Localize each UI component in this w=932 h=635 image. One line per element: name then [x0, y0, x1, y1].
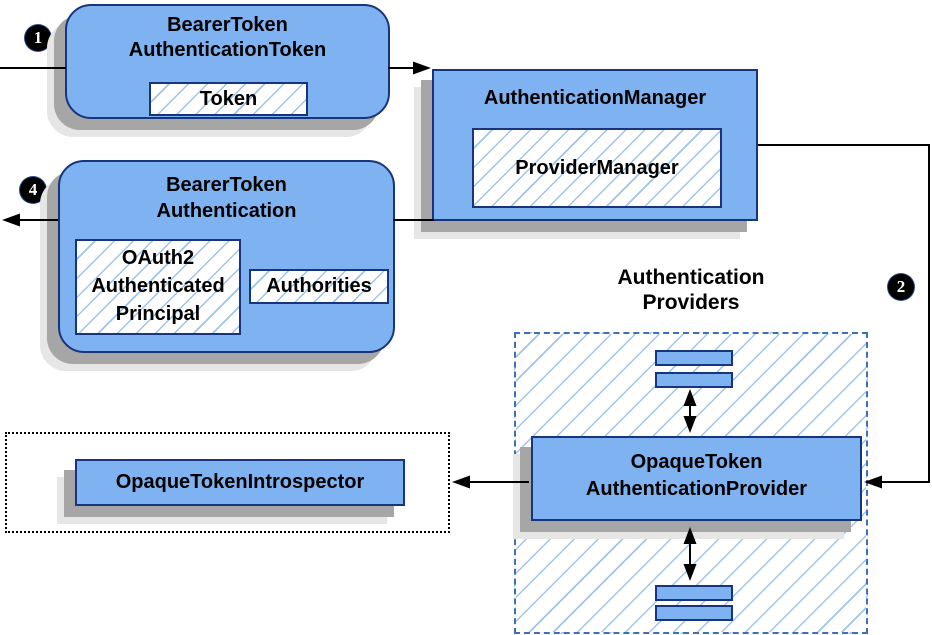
title-line: AuthenticationToken: [128, 39, 327, 61]
authorities-chip: Authorities: [249, 269, 389, 304]
authentication-out-arrow: [2, 213, 58, 227]
title-line: Authentication: [156, 200, 297, 222]
step-1-badge: 1: [25, 25, 51, 51]
provider-placeholder-top-2: [655, 372, 733, 388]
opaque-token-authentication-provider-title: OpaqueToken AuthenticationProvider: [533, 438, 860, 503]
chip-line: Principal: [115, 303, 201, 325]
authentication-manager-box: AuthenticationManager ProviderManager: [432, 69, 758, 221]
title-line: AuthenticationProvider: [585, 478, 808, 500]
provider-manager-chip: ProviderManager: [472, 128, 722, 208]
step-4-badge: 4: [20, 177, 46, 203]
oauth2-authenticated-principal-chip: OAuth2 Authenticated Principal: [75, 239, 241, 335]
chip-line: Authenticated: [91, 275, 225, 297]
title-line: BearerToken: [167, 14, 288, 36]
title-line: BearerToken: [166, 174, 287, 196]
bearer-token-authentication-token-title: BearerToken AuthenticationToken: [67, 6, 388, 63]
title-line: OpaqueToken: [630, 451, 763, 473]
label-line: Providers: [642, 291, 740, 314]
authentication-manager-title: AuthenticationManager: [483, 87, 707, 109]
label-line: Authentication: [617, 266, 765, 289]
authentication-providers-label: Authentication Providers: [566, 265, 816, 315]
chip-line: OAuth2: [121, 247, 195, 269]
bearer-token-authentication-title: BearerToken Authentication: [60, 162, 393, 224]
token-chip: Token: [149, 82, 308, 116]
provider-placeholder-bottom-1: [655, 585, 733, 601]
authentication-providers-group: OpaqueToken AuthenticationProvider: [514, 332, 868, 634]
token-to-manager-arrow: [388, 61, 431, 75]
bearer-token-authentication-box: BearerToken Authentication OAuth2 Authen…: [58, 160, 395, 353]
opaque-token-introspector-group: OpaqueTokenIntrospector: [5, 432, 450, 533]
opaque-token-authentication-provider-box: OpaqueToken AuthenticationProvider: [531, 436, 862, 521]
provider-placeholder-bottom-2: [655, 605, 733, 621]
bearer-token-authentication-token-box: BearerToken AuthenticationToken Token: [65, 4, 390, 119]
provider-placeholder-top-1: [655, 350, 733, 366]
step-2-badge: 2: [888, 274, 914, 300]
opaque-token-introspector-box: OpaqueTokenIntrospector: [75, 459, 405, 506]
